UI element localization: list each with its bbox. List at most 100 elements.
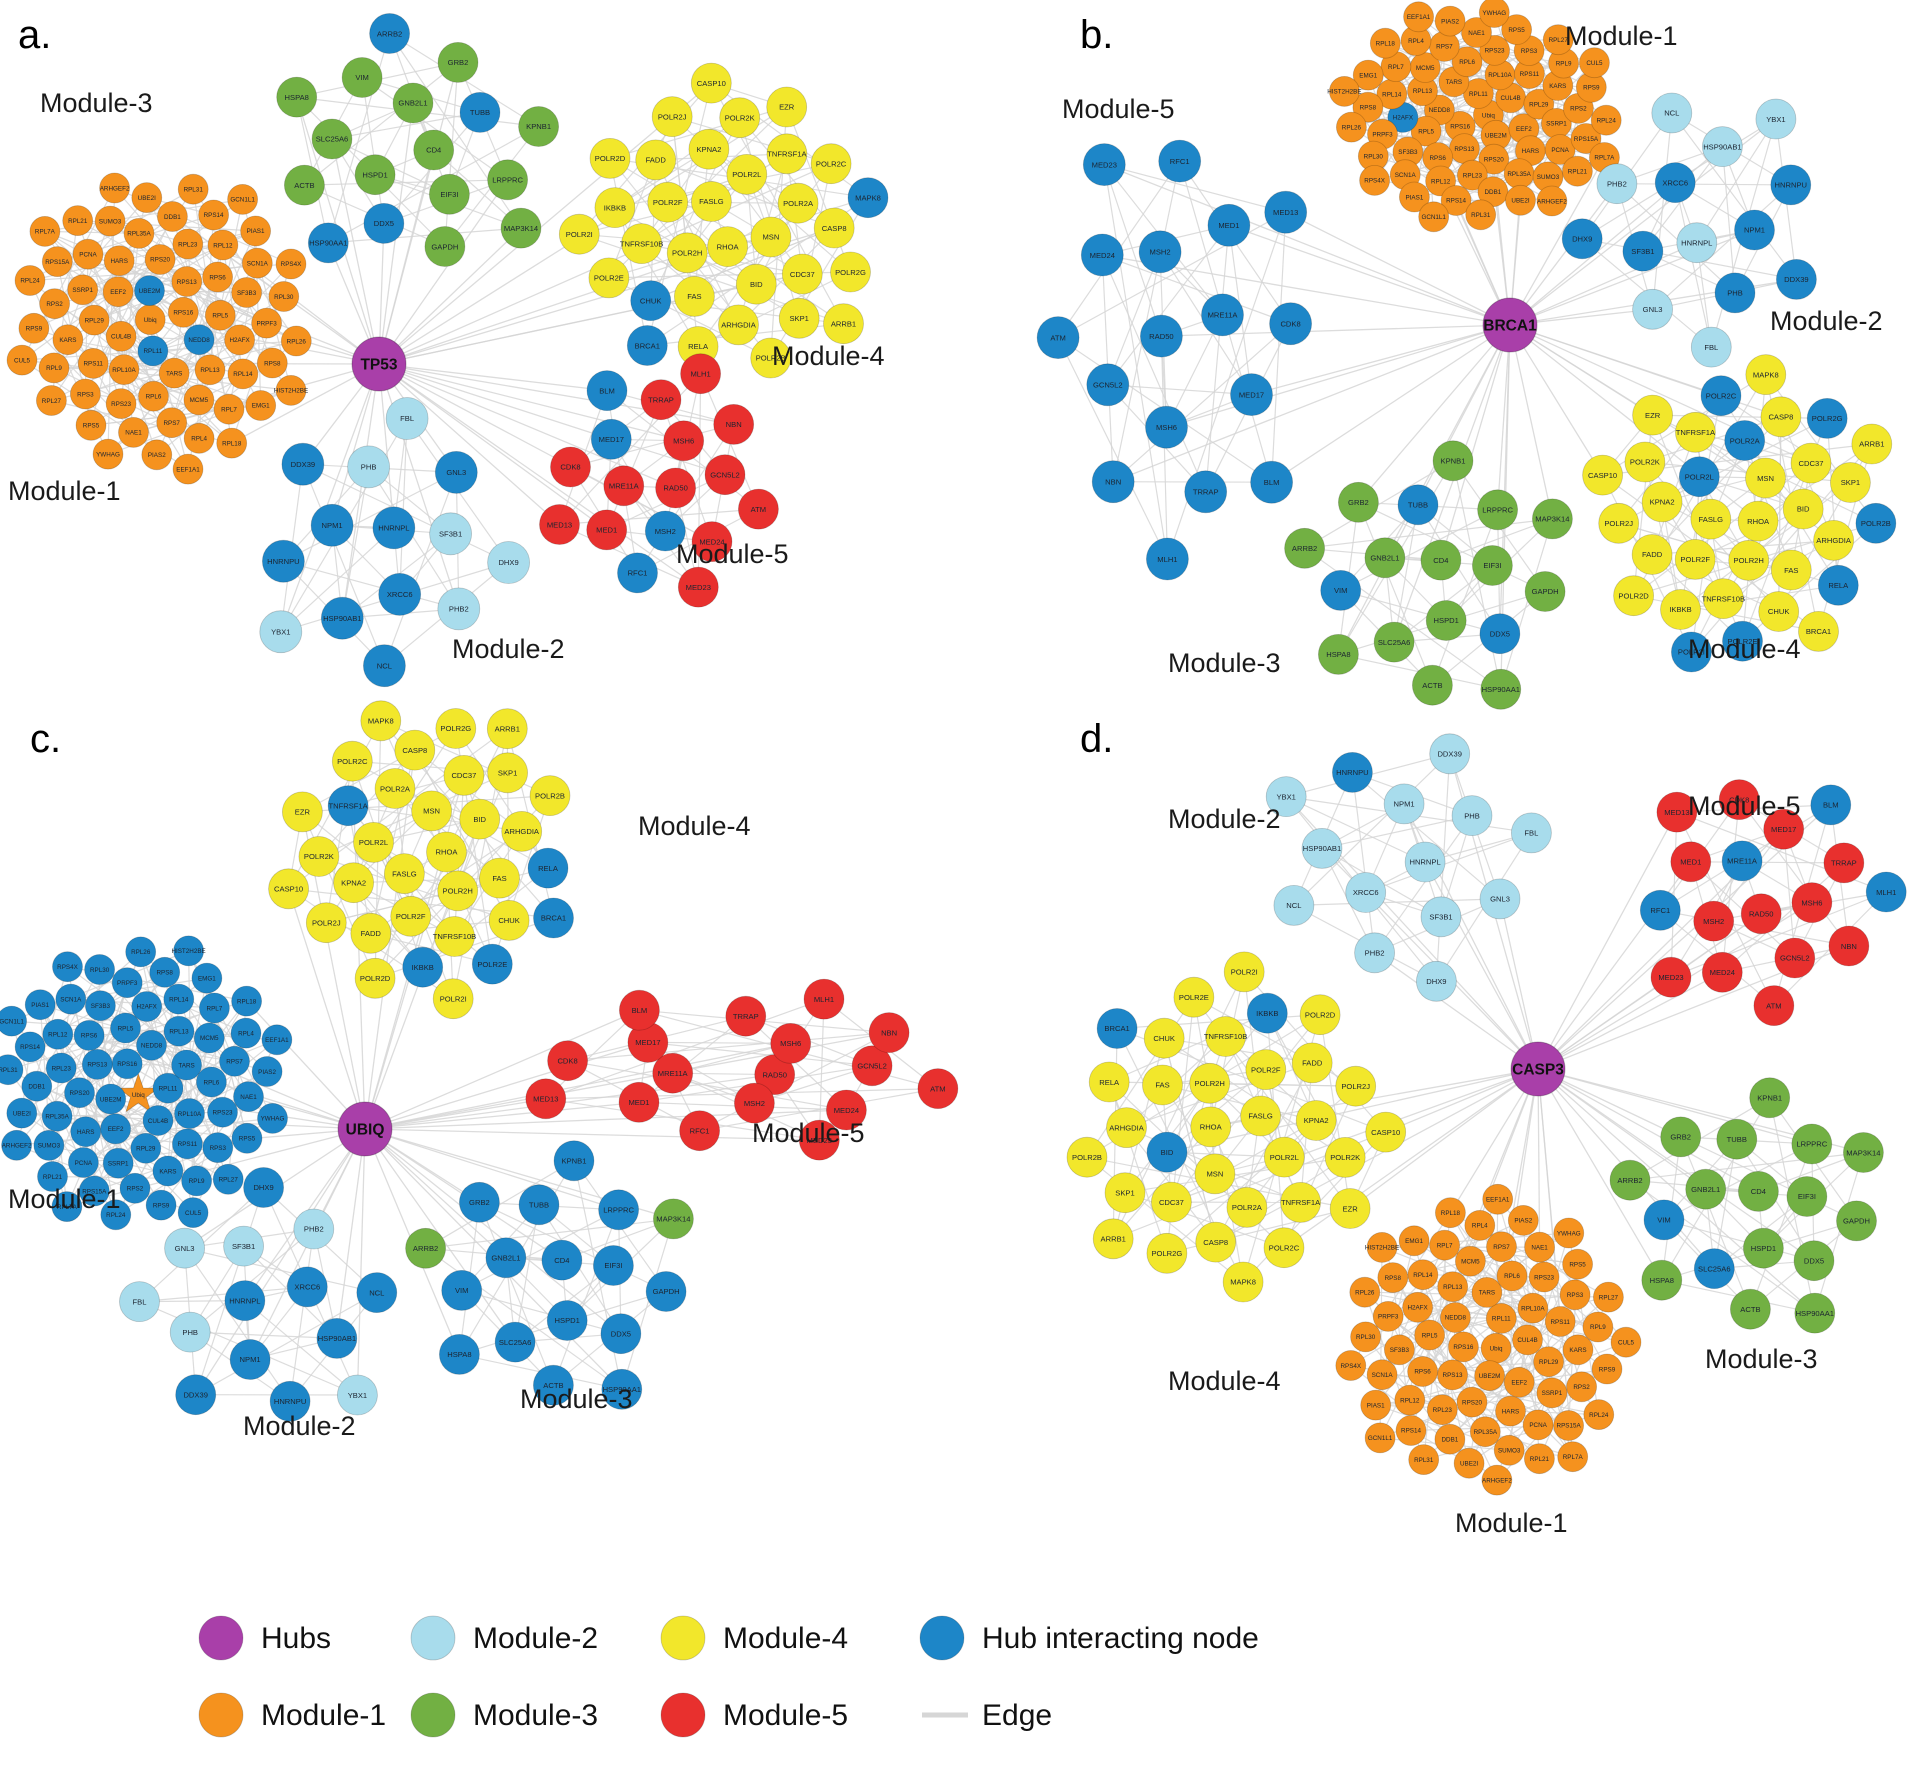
node-label: MED23	[1092, 160, 1117, 169]
node-GNB2L1: GNB2L1	[1364, 537, 1406, 579]
node-SSRP1: SSRP1	[1536, 1377, 1568, 1409]
node-TUBB: TUBB	[459, 92, 501, 133]
node-PHB2: PHB2	[437, 587, 481, 631]
node-label: XRCC6	[294, 1283, 320, 1292]
node-shape	[374, 768, 416, 809]
node-shape	[1557, 1441, 1589, 1473]
node-label: RPL6	[1504, 1273, 1520, 1280]
node-shape	[207, 229, 239, 261]
node-POLR2G: POLR2G	[435, 708, 477, 749]
node-POLR2L: POLR2L	[1263, 1136, 1305, 1178]
node-shape	[1737, 500, 1779, 542]
node-UBE2M: UBE2M	[1474, 1360, 1505, 1391]
node-shape	[1722, 620, 1763, 662]
node-label: KPNB1	[526, 122, 551, 131]
node-label: SCN1A	[1372, 1372, 1394, 1379]
node-shape	[172, 453, 204, 485]
node-label: CASP8	[822, 224, 847, 233]
node-RPS8: RPS8	[149, 956, 181, 988]
node-MED23: MED23	[1650, 956, 1692, 998]
node-EMG1: EMG1	[245, 390, 277, 421]
node-shape	[518, 106, 559, 147]
node-label: RPS5	[239, 1136, 256, 1143]
node-HIST2H2BE: HIST2H2BE	[1327, 76, 1362, 107]
node-shape	[1320, 570, 1362, 611]
node-GAPDH: GAPDH	[424, 226, 466, 267]
node-label: TNFRSF10B	[433, 932, 476, 941]
node-shape	[257, 1103, 288, 1134]
node-shape	[1702, 578, 1744, 619]
node-label: PRPF3	[1372, 132, 1393, 139]
node-label: ARRB2	[1292, 544, 1317, 553]
node-RPL24: RPL24	[1583, 1399, 1615, 1430]
legend-label: Module-1	[261, 1699, 386, 1732]
node-POLR2B: POLR2B	[750, 337, 792, 379]
node-label: HARS	[1522, 148, 1540, 155]
legend-label: Module-3	[473, 1699, 598, 1732]
node-label: RPL24	[1589, 1412, 1609, 1419]
node-label: TNFRSF10B	[620, 239, 663, 248]
node-CHUK: CHUK	[1758, 591, 1800, 632]
node-label: TNFRSF1A	[1676, 428, 1716, 437]
node-SF3B1: SF3B1	[429, 512, 473, 556]
node-shape	[1582, 454, 1623, 496]
node-shape	[1246, 992, 1288, 1034]
node-label: ACTB	[543, 1381, 563, 1390]
node-RPL10A: RPL10A	[1517, 1292, 1549, 1324]
node-shape	[81, 1049, 113, 1080]
node-shape	[707, 226, 748, 268]
node-shape	[229, 1339, 271, 1380]
node-label: RPS2	[127, 1186, 144, 1193]
node-label: SF3B1	[1631, 247, 1654, 256]
node-GCN5L2: GCN5L2	[1086, 363, 1130, 407]
node-shape	[405, 1227, 447, 1269]
panel-a-nodes: CD4HSPD1GNB2L1EIF3ISLC25A6TUBBDDX5VIMLRP…	[6, 13, 889, 688]
panel-d: HNRNPLXRCC6NPM1SF3B1HSP90AB1PHBPHB2HNRNP…	[1066, 717, 1907, 1538]
node-CUL5: CUL5	[1610, 1326, 1642, 1358]
node-label: EEF1A1	[176, 466, 200, 473]
node-label: SCN1A	[60, 996, 82, 1003]
node-RPL7: RPL7	[198, 992, 230, 1024]
node-shape	[281, 442, 325, 486]
node-shape	[251, 1056, 283, 1087]
node-FASLG: FASLG	[1690, 498, 1732, 540]
node-shape	[1173, 976, 1215, 1018]
node-ACTB: ACTB	[1412, 664, 1453, 706]
node-POLR2D: POLR2D	[589, 137, 631, 179]
node-label: SSRP1	[72, 287, 93, 294]
node-PHB: PHB	[1451, 795, 1493, 836]
node-shape	[6, 1097, 38, 1129]
node-label: SUMO3	[1498, 1448, 1521, 1455]
node-shape	[62, 205, 94, 237]
node-shape	[191, 962, 223, 994]
node-GRB2: GRB2	[1660, 1116, 1702, 1158]
node-label: EIF3I	[1798, 1192, 1816, 1201]
node-shape	[1770, 549, 1812, 591]
node-POLR2F: POLR2F	[390, 895, 432, 937]
node-shape	[1758, 591, 1800, 632]
node-shape	[635, 139, 677, 181]
node-shape	[1086, 363, 1130, 407]
node-shape	[437, 870, 479, 912]
node-RPL30: RPL30	[268, 281, 300, 312]
node-shape	[617, 552, 658, 594]
node-MSH2: MSH2	[1693, 900, 1735, 942]
module-label-b-module-5: Module-5	[1062, 94, 1175, 124]
node-label: HSP90AA1	[309, 239, 347, 248]
node-ATM: ATM	[738, 488, 779, 530]
node-label: POLR2K	[304, 852, 334, 861]
node-label: PIAS2	[148, 452, 166, 459]
node-EEF2: EEF2	[1503, 1366, 1535, 1398]
node-RPS13: RPS13	[1449, 133, 1480, 165]
node-RHOA: RHOA	[707, 226, 748, 268]
node-RPL4: RPL4	[1464, 1210, 1496, 1241]
node-MLH1: MLH1	[803, 978, 845, 1020]
node-label: CUL5	[14, 357, 31, 364]
node-label: VIM	[1657, 1216, 1671, 1225]
node-label: MSH2	[1703, 917, 1724, 926]
node-RAD50: RAD50	[1740, 893, 1782, 935]
node-shape	[1823, 842, 1865, 884]
legend-swatch	[198, 1615, 244, 1661]
legend-label: Module-2	[473, 1622, 598, 1655]
